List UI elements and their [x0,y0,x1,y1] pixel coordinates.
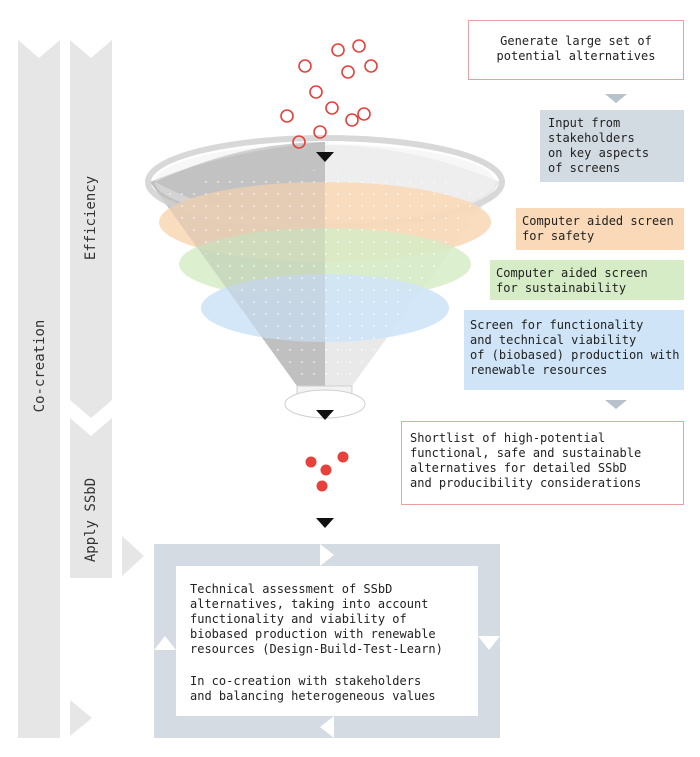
shortlist-box: Shortlist of high-potential functional, … [401,421,684,505]
input-particles [280,39,378,149]
cocreation-assessment-text: In co-creation with stakeholders and bal… [190,674,436,703]
output-particles [305,451,349,492]
arrow-to-assessment [316,518,334,528]
generate-alternatives-box: Generate large set of potential alternat… [468,20,684,80]
cocreation-band [18,40,60,738]
apply-ssbd-label: Apply SSbD [83,477,99,563]
cocreation-notch-top [18,40,60,58]
safety-box-bg [516,208,684,250]
safety-screen-box: Computer aided screen for safety [522,214,674,243]
arrow-right-2 [605,400,627,409]
sustainability-screen-box: Computer aided screen for sustainability [496,266,648,295]
funnel [145,135,505,419]
apply-band [70,418,112,578]
cocreation-label: Co-creation [32,319,48,413]
apply-arrow [122,536,144,576]
assessment-frame [154,544,500,738]
stakeholder-input-box: Input from stakeholders on key aspects o… [548,116,650,175]
efficiency-label: Efficiency [83,175,99,261]
functionality-screen-box: Screen for functionality and technical v… [470,318,680,377]
functionality-box-bg [464,310,684,390]
stakeholder-box-bg [540,110,684,182]
arrow-into-funnel [316,152,334,162]
arrow-out-funnel [316,410,334,420]
efficiency-notch [70,40,112,58]
arrow-right-1 [605,94,627,103]
efficiency-band [70,40,112,418]
technical-assessment-text: Technical assessment of SSbD alternative… [190,582,443,656]
sustainability-box-bg [490,260,684,300]
cocreation-arrow [70,700,92,736]
